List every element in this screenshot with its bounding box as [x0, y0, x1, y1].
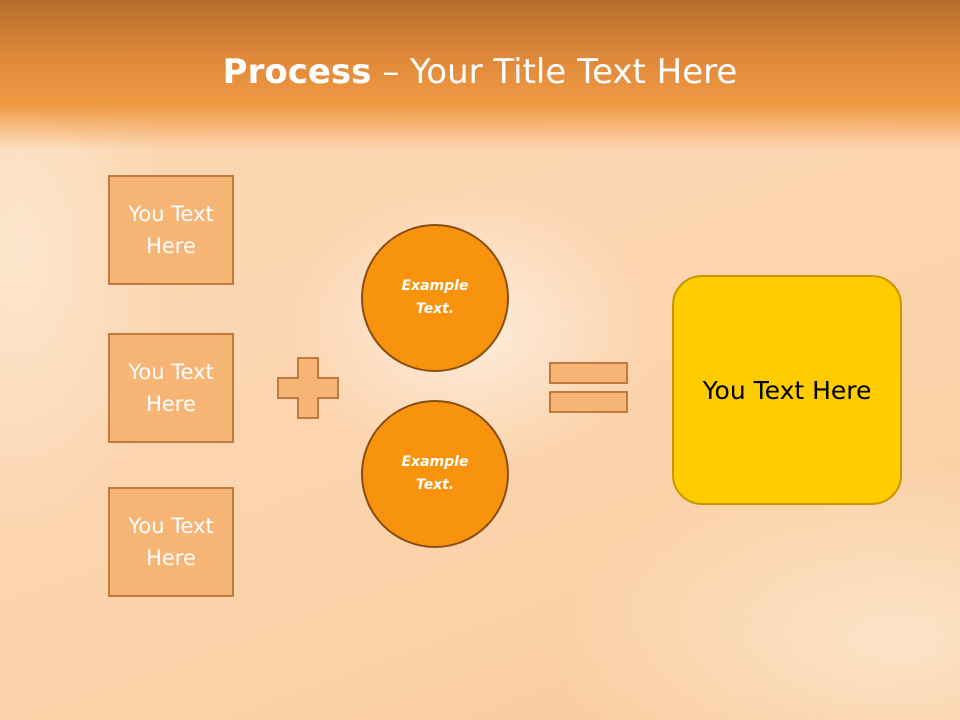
input-box-3-line1: You Text	[128, 514, 214, 538]
input-box-1: You Text Here	[108, 175, 234, 285]
example-circle-2-line2: Text.	[415, 477, 455, 493]
input-box-2-line1: You Text	[128, 360, 214, 384]
title-band	[0, 0, 960, 150]
example-circle-2-line1: Example	[401, 454, 469, 470]
input-box-3-line2: Here	[146, 546, 196, 570]
plus-icon	[277, 357, 339, 419]
result-label: You Text Here	[702, 375, 872, 405]
input-box-1-line1: You Text	[128, 202, 214, 226]
example-circle-1: Example Text.	[361, 224, 509, 372]
example-circle-2: Example Text.	[361, 400, 509, 548]
title-rest: Your Title Text Here	[410, 52, 738, 92]
title-bold: Process	[222, 52, 372, 92]
input-box-2: You Text Here	[108, 333, 234, 443]
input-box-3: You Text Here	[108, 487, 234, 597]
slide-title: Process – Your Title Text Here	[0, 52, 960, 92]
example-circle-1-line2: Text.	[415, 301, 455, 317]
equals-icon	[549, 362, 628, 413]
input-box-2-line2: Here	[146, 392, 196, 416]
example-circle-1-line1: Example	[401, 278, 469, 294]
result-box: You Text Here	[672, 275, 902, 505]
title-dash: –	[371, 52, 411, 92]
input-box-1-line2: Here	[146, 234, 196, 258]
